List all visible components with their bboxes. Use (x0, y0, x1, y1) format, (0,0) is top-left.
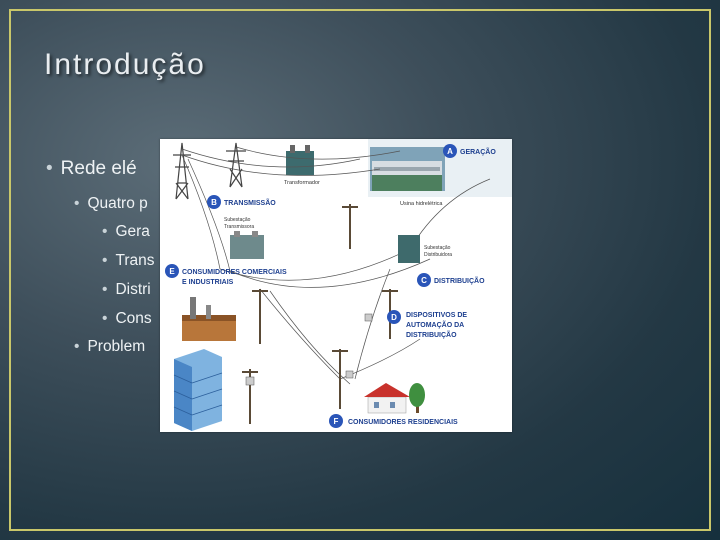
marker-e: E CONSUMIDORES COMERCIAIS E INDUSTRIAIS (165, 264, 287, 286)
marker-d-letter: D (391, 313, 397, 322)
bullet-item: • Problem (74, 338, 145, 356)
bullet-item: • Trans (102, 252, 154, 270)
factory-icon (182, 297, 236, 341)
bullet-text: Distri (115, 281, 150, 298)
bullet-item: • Quatro p (74, 195, 148, 213)
bullet-dot: • (46, 158, 53, 179)
tree-icon (409, 383, 425, 413)
hydro-dam-icon (370, 147, 445, 191)
label-automation-2: AUTOMAÇÃO DA (406, 320, 464, 329)
transmission-tower-icon (173, 143, 246, 199)
bullet-dot: • (102, 223, 107, 240)
label-automation-1: DISPOSITIVOS DE (406, 312, 467, 319)
bullet-item: • Cons (102, 310, 152, 328)
label-generation: GERAÇÃO (460, 147, 496, 156)
marker-c: C DISTRIBUIÇÃO (417, 273, 485, 287)
marker-f: F CONSUMIDORES RESIDENCIAIS (329, 414, 458, 428)
label-commercial-1: CONSUMIDORES COMERCIAIS (182, 269, 287, 276)
bullet-text: Problem (87, 338, 145, 355)
transformer-icon (286, 145, 314, 175)
bullet-dot: • (102, 310, 107, 327)
bullet-item: • Rede elé (46, 158, 137, 180)
substation-transmission-caption-1: Subestação (224, 217, 251, 223)
marker-b: B TRANSMISSÃO (207, 195, 276, 209)
marker-e-letter: E (169, 267, 175, 276)
bullet-text: Quatro p (87, 195, 147, 212)
label-commercial-2: E INDUSTRIAIS (182, 279, 234, 286)
office-building-icon (174, 349, 222, 431)
label-automation-3: DISTRIBUIÇÃO (406, 330, 457, 339)
marker-d: D DISPOSITIVOS DE AUTOMAÇÃO DA DISTRIBUI… (387, 310, 467, 339)
power-grid-diagram: Transformador Usina hidrelétrica (160, 139, 512, 432)
label-distribution: DISTRIBUIÇÃO (434, 276, 485, 285)
bullet-text: Gera (115, 223, 149, 240)
bullet-dot: • (74, 195, 79, 212)
label-transmission: TRANSMISSÃO (224, 198, 276, 207)
house-icon (364, 383, 410, 413)
substation-icon (230, 231, 420, 263)
meter-icon (246, 314, 372, 385)
hydro-caption: Usina hidrelétrica (400, 201, 443, 207)
bullet-item: • Gera (102, 223, 150, 241)
marker-f-letter: F (334, 417, 339, 426)
marker-a-letter: A (447, 147, 453, 156)
bullet-dot: • (102, 281, 107, 298)
bullet-text: Rede elé (61, 158, 137, 179)
substation-distribution-caption-2: Distribuidora (424, 252, 452, 258)
label-residential: CONSUMIDORES RESIDENCIAIS (348, 419, 458, 426)
bullet-dot: • (74, 338, 79, 355)
marker-c-letter: C (421, 276, 427, 285)
substation-transmission-caption-2: Transmissora (224, 224, 254, 230)
bullet-dot: • (102, 252, 107, 269)
bullet-item: • Distri (102, 281, 151, 299)
bullet-text: Cons (115, 310, 151, 327)
transformer-caption: Transformador (284, 180, 320, 186)
substation-distribution-caption-1: Subestação (424, 245, 451, 251)
bullet-text: Trans (115, 252, 154, 269)
marker-b-letter: B (211, 198, 217, 207)
